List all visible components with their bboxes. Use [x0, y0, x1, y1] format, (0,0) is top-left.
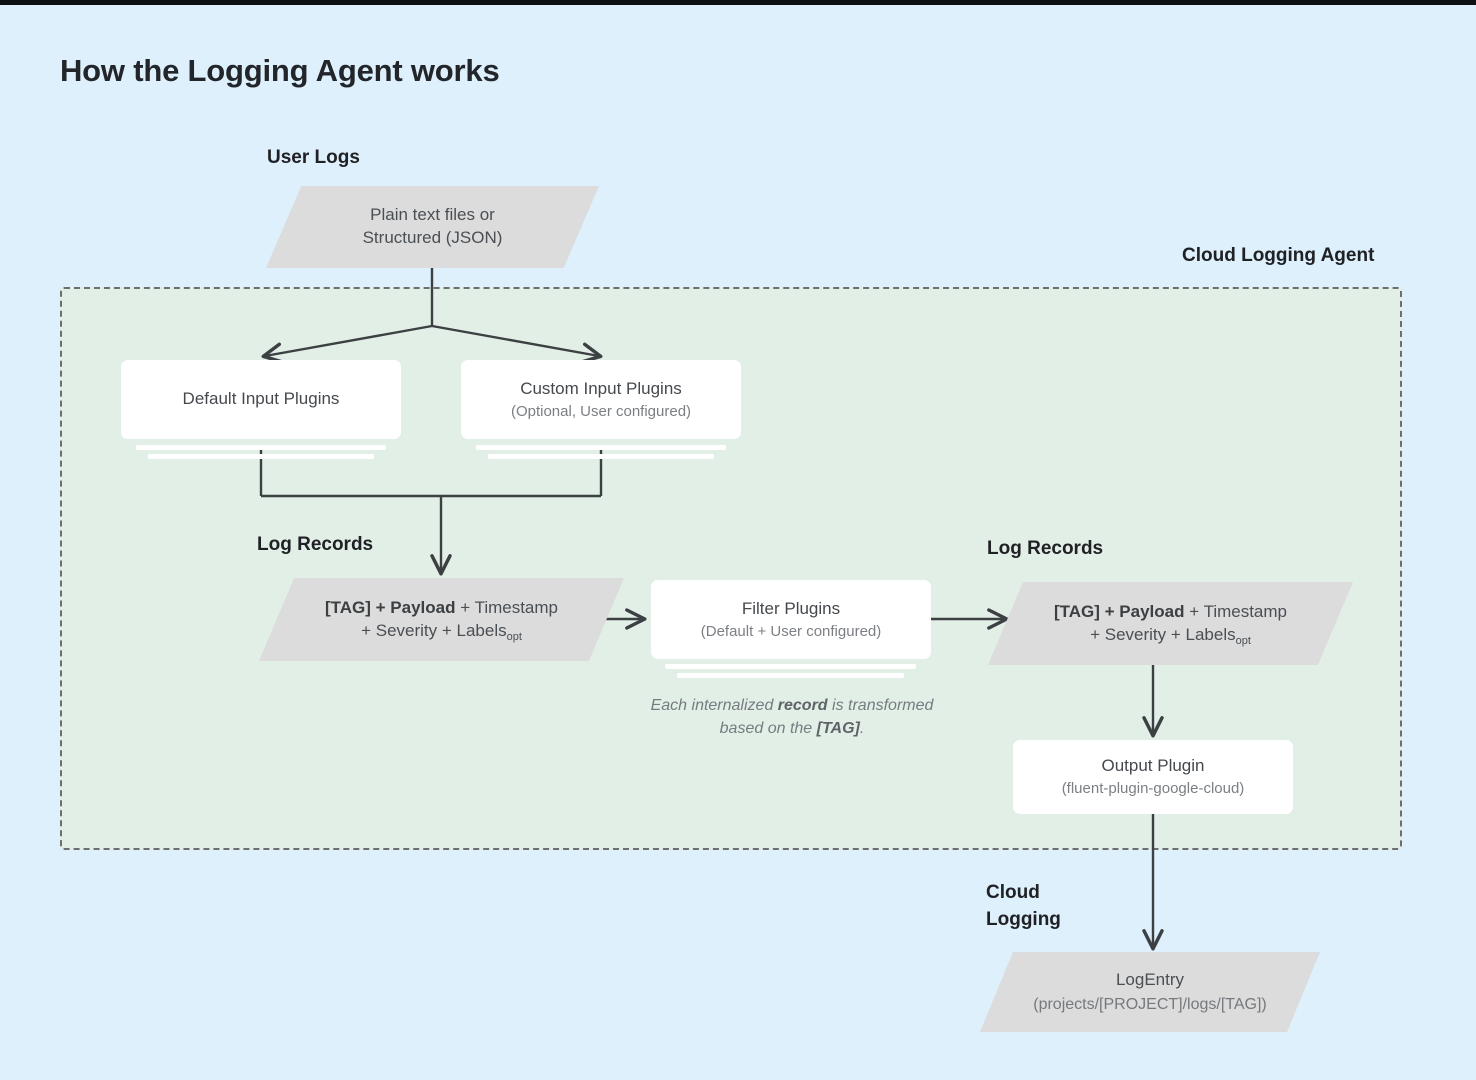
- filter-transform-caption: Each internalized record is transformed …: [632, 694, 952, 740]
- log-record-right-subscript: opt: [1235, 634, 1251, 647]
- filter-plugins-stack-bar-2: [677, 673, 904, 678]
- node-custom-input-plugins[interactable]: Custom Input Plugins (Optional, User con…: [461, 360, 741, 439]
- label-cloud-logging-agent: Cloud Logging Agent: [1182, 245, 1375, 266]
- label-user-logs: User Logs: [267, 147, 360, 168]
- default-input-plugins-stack-bar-2: [148, 454, 374, 459]
- user-logs-line-2: Structured (JSON): [362, 228, 503, 247]
- default-input-plugins-stack-bar-1: [136, 445, 386, 450]
- node-output-plugin[interactable]: Output Plugin (fluent-plugin-google-clou…: [1013, 740, 1293, 814]
- default-input-plugins-title: Default Input Plugins: [182, 389, 340, 409]
- log-entry-title: LogEntry: [1115, 970, 1185, 990]
- log-entry-subtitle: (projects/[PROJECT]/logs/[TAG]): [1033, 995, 1267, 1013]
- user-logs-line-1: Plain text files or: [370, 205, 495, 225]
- custom-input-plugins-stack-bar-1: [476, 445, 726, 450]
- node-log-record-right[interactable]: [TAG] + Payload + Timestamp + Severity +…: [988, 582, 1353, 665]
- output-plugin-subtitle: (fluent-plugin-google-cloud): [1061, 780, 1245, 798]
- node-default-input-plugins[interactable]: Default Input Plugins: [121, 360, 401, 439]
- custom-input-plugins-stack-bar-2: [488, 454, 714, 459]
- label-log-records-right: Log Records: [987, 538, 1104, 559]
- caption-pre: Each internalized: [650, 697, 778, 714]
- custom-input-plugins-title: Custom Input Plugins: [520, 378, 682, 398]
- log-record-right-bold: [TAG] + Payload: [1053, 601, 1185, 621]
- node-log-entry[interactable]: LogEntry (projects/[PROJECT]/logs/[TAG]): [980, 952, 1320, 1032]
- filter-plugins-subtitle: (Default + User configured): [700, 622, 882, 640]
- filter-plugins-title: Filter Plugins: [741, 598, 841, 618]
- label-log-records-left: Log Records: [257, 534, 374, 555]
- caption-bold-record: record: [777, 697, 828, 714]
- caption-post: .: [859, 720, 865, 738]
- node-filter-plugins[interactable]: Filter Plugins (Default + User configure…: [651, 580, 931, 659]
- log-record-right-rest: + Timestamp: [1184, 601, 1288, 621]
- node-log-record-left[interactable]: [TAG] + Payload + Timestamp + Severity +…: [259, 578, 624, 661]
- label-cloud-logging: Cloud Logging: [986, 882, 1061, 930]
- output-plugin-title: Output Plugin: [1101, 756, 1205, 776]
- log-record-left-line2: + Severity + Labels: [361, 620, 507, 640]
- log-record-left-rest: + Timestamp: [455, 597, 559, 617]
- log-record-right-line2: + Severity + Labels: [1090, 624, 1236, 644]
- caption-mid: is transformed based on the: [719, 697, 934, 738]
- log-record-left-subscript: opt: [506, 630, 522, 643]
- caption-bold-tag: [TAG]: [816, 720, 860, 738]
- page-title: How the Logging Agent works: [60, 53, 500, 88]
- top-border-strip: [0, 0, 1476, 5]
- node-user-logs-source[interactable]: Plain text files or Structured (JSON): [266, 186, 599, 268]
- custom-input-plugins-subtitle: (Optional, User configured): [510, 402, 692, 420]
- log-record-left-bold: [TAG] + Payload: [324, 597, 456, 617]
- filter-plugins-stack-bar-1: [665, 664, 916, 669]
